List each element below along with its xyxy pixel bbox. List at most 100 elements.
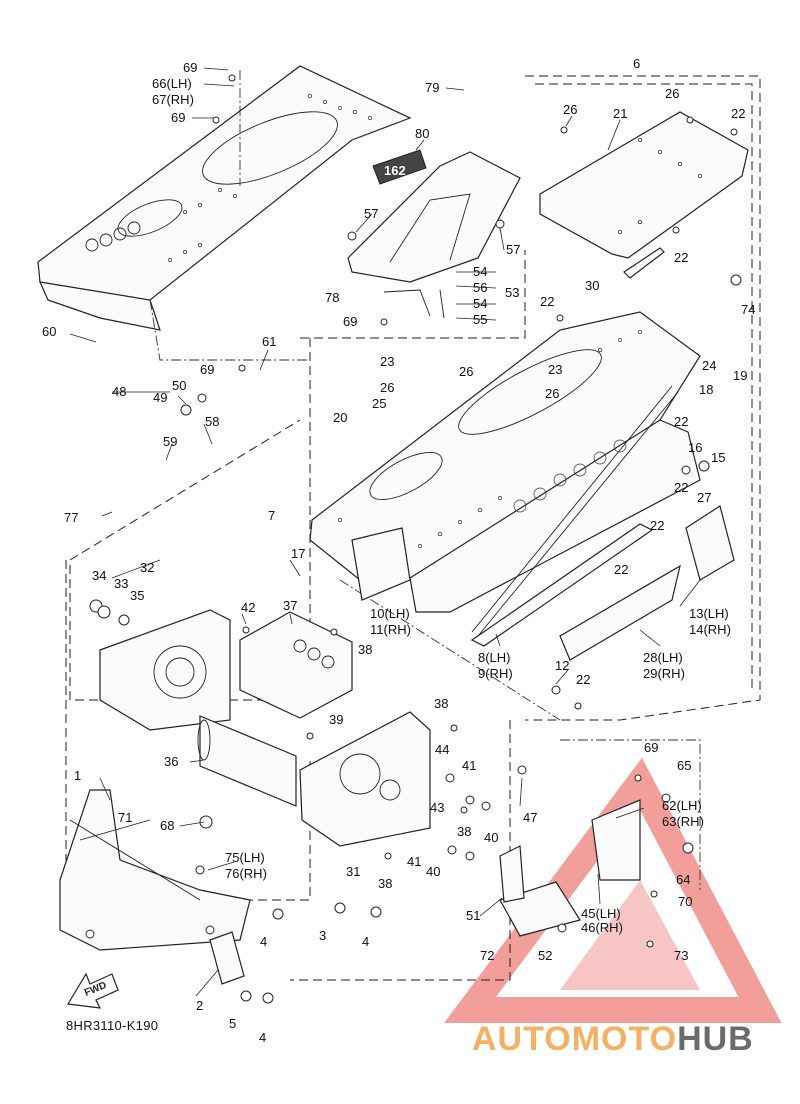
callout-48: 48	[112, 384, 126, 399]
callout-4: 4	[362, 934, 369, 949]
bracket-51	[499, 845, 525, 903]
callout-11-rh: 11(RH)	[370, 622, 411, 637]
callout-40: 40	[426, 864, 440, 879]
callout-22: 22	[731, 106, 745, 121]
callout-64: 64	[676, 872, 690, 887]
callout-63-rh: 63(RH)	[662, 814, 704, 829]
bracket-37	[239, 611, 353, 719]
callout-53: 53	[505, 285, 519, 300]
rear-cover-21	[539, 111, 749, 279]
callout-69: 69	[171, 110, 185, 125]
callout-55: 55	[473, 312, 487, 327]
watermark-text: AUTOMOTOHUB	[472, 1020, 754, 1059]
callout-15: 15	[711, 450, 725, 465]
callout-6: 6	[633, 56, 640, 71]
callout-69: 69	[343, 314, 357, 329]
callout-22: 22	[576, 672, 590, 687]
callout-71: 71	[118, 810, 132, 825]
callout-42: 42	[241, 600, 255, 615]
callout-20: 20	[333, 410, 347, 425]
bracket-31	[299, 711, 431, 847]
callout-68: 68	[160, 818, 174, 833]
callout-38: 38	[434, 696, 448, 711]
callout-69: 69	[183, 60, 197, 75]
callout-57: 57	[364, 206, 378, 221]
callout-16: 16	[688, 440, 702, 455]
callout-73: 73	[674, 948, 688, 963]
callout-33: 33	[114, 576, 128, 591]
plate-45	[591, 799, 641, 881]
callout-36: 36	[164, 754, 178, 769]
callout-78: 78	[325, 290, 339, 305]
callout-8-lh: 8(LH)	[478, 650, 511, 665]
callout-39: 39	[329, 712, 343, 727]
callout-59: 59	[163, 434, 177, 449]
callout-80: 80	[415, 126, 429, 141]
callout-72: 72	[480, 948, 494, 963]
callout-29-rh: 29(RH)	[643, 666, 685, 681]
callout-27: 27	[697, 490, 711, 505]
callout-26: 26	[545, 386, 559, 401]
callout-38: 38	[378, 876, 392, 891]
callout-22: 22	[614, 562, 628, 577]
decal-text: 162	[384, 163, 406, 178]
callout-19: 19	[733, 368, 747, 383]
callout-40: 40	[484, 830, 498, 845]
callout-26: 26	[459, 364, 473, 379]
callout-44: 44	[435, 742, 449, 757]
callout-54: 54	[473, 264, 487, 279]
callout-26: 26	[380, 380, 394, 395]
document-id: 8HR3110-K190	[66, 1018, 159, 1033]
fasteners	[89, 74, 742, 1004]
callout-52: 52	[538, 948, 552, 963]
watermark-part2: HUB	[677, 1020, 754, 1058]
leader-lines	[69, 67, 701, 997]
callout-3: 3	[319, 928, 326, 943]
callout-30: 30	[585, 278, 599, 293]
bracket-32	[99, 609, 231, 731]
callout-43: 43	[430, 800, 444, 815]
callout-34: 34	[92, 568, 106, 583]
fwd-arrow: FWD	[67, 972, 119, 1009]
callout-2: 2	[196, 998, 203, 1013]
callout-22: 22	[674, 250, 688, 265]
watermark-part1: AUTOMOTO	[472, 1020, 678, 1058]
callout-14-rh: 14(RH)	[689, 622, 731, 637]
callout-31: 31	[346, 864, 360, 879]
callout-21: 21	[613, 106, 627, 121]
callout-22: 22	[540, 294, 554, 309]
bracket-2	[209, 931, 245, 985]
callout-74: 74	[741, 302, 755, 317]
callout-41: 41	[407, 854, 421, 869]
callout-47: 47	[523, 810, 537, 825]
callout-32: 32	[140, 560, 154, 575]
callout-69: 69	[200, 362, 214, 377]
callout-46-rh: 46(RH)	[581, 920, 623, 935]
cover-80	[347, 151, 521, 319]
decal-162: 162	[372, 149, 427, 185]
tube-36	[197, 715, 297, 807]
callout-24: 24	[702, 358, 716, 373]
callout-60: 60	[42, 324, 56, 339]
callout-22: 22	[650, 518, 664, 533]
plate-13	[685, 505, 735, 581]
callout-26: 26	[665, 86, 679, 101]
callout-35: 35	[130, 588, 144, 603]
callout-69: 69	[644, 740, 658, 755]
tunnel-body	[309, 311, 701, 661]
callout-4: 4	[259, 1030, 266, 1045]
callout-75-lh: 75(LH)	[225, 850, 265, 865]
callout-labels: 69 66(LH) 67(RH) 69 79 6 26 21 26 22 80 …	[42, 56, 755, 1045]
callout-9-rh: 9(RH)	[478, 666, 513, 681]
callout-54: 54	[473, 296, 487, 311]
rail-8	[471, 385, 679, 637]
callout-58: 58	[205, 414, 219, 429]
callout-49: 49	[153, 390, 167, 405]
callout-76-rh: 76(RH)	[225, 866, 267, 881]
callout-79: 79	[425, 80, 439, 95]
callout-51: 51	[466, 908, 480, 923]
callout-4: 4	[260, 934, 267, 949]
callout-38: 38	[457, 824, 471, 839]
callout-62-lh: 62(LH)	[662, 798, 702, 813]
callout-65: 65	[677, 758, 691, 773]
